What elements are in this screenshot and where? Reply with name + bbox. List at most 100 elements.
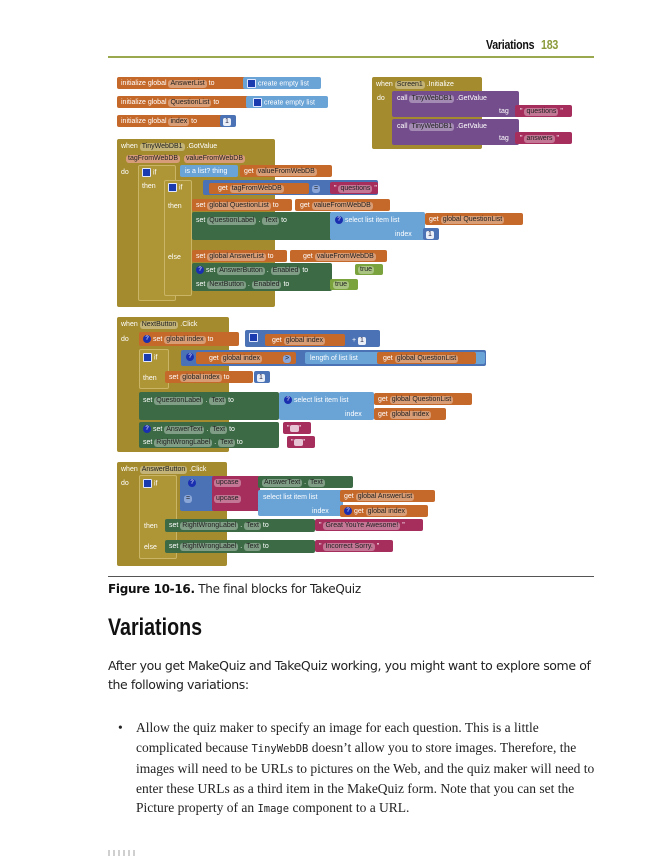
set-text-blocks[interactable] [139, 422, 279, 448]
string-block[interactable] [515, 105, 572, 117]
boolean-dropdown[interactable]: true [333, 281, 350, 289]
set-text-block[interactable] [192, 212, 332, 240]
var-dropdown[interactable]: global index [220, 355, 263, 363]
get-block[interactable] [196, 352, 296, 364]
property-dropdown[interactable]: Enabled [251, 281, 282, 289]
component-dropdown[interactable]: TinyWebDB1 [409, 95, 455, 103]
boolean-block[interactable] [355, 264, 383, 275]
help-icon[interactable]: ? [284, 396, 292, 405]
gear-icon[interactable] [143, 353, 152, 362]
get-block[interactable] [340, 490, 435, 502]
init-global-index[interactable] [117, 115, 227, 127]
component-dropdown[interactable]: AnswerText [164, 426, 205, 434]
property-dropdown[interactable]: Text [244, 522, 261, 530]
init-global-answerlist[interactable] [117, 77, 262, 89]
component-dropdown[interactable]: AnswerButton [139, 466, 188, 474]
component-dropdown[interactable]: NextButton [207, 281, 246, 289]
is-list-block[interactable] [180, 165, 238, 177]
property-dropdown[interactable]: Text [218, 439, 235, 447]
help-icon[interactable]: ? [188, 479, 196, 488]
set-global-block[interactable] [192, 199, 292, 211]
var-dropdown[interactable]: valueFromWebDB [314, 253, 376, 261]
upcase-dropdown[interactable]: upcase [214, 495, 241, 503]
var-dropdown[interactable]: global QuestionList [389, 396, 454, 404]
gear-icon[interactable] [143, 479, 152, 488]
var-dropdown[interactable]: global AnswerList [207, 253, 266, 261]
set-enabled-blocks[interactable] [192, 263, 332, 291]
select-list-item-block[interactable] [279, 392, 374, 420]
var-dropdown[interactable]: global QuestionList [394, 355, 459, 363]
gear-icon[interactable] [253, 98, 262, 107]
var-dropdown[interactable]: global index [365, 508, 408, 516]
get-block[interactable] [209, 183, 309, 194]
component-dropdown[interactable]: RightWrongLabel [180, 543, 239, 551]
property-dropdown[interactable]: Text [262, 217, 280, 225]
operator-dropdown[interactable]: > [283, 355, 292, 363]
string-block[interactable] [315, 519, 423, 531]
param[interactable]: tagFromWebDB [126, 155, 181, 163]
component-dropdown[interactable]: NextButton [139, 321, 179, 329]
var-dropdown[interactable]: valueFromWebDB [311, 202, 373, 210]
string-block[interactable] [515, 132, 572, 144]
get-block[interactable] [374, 408, 446, 420]
boolean-dropdown[interactable]: true [358, 266, 375, 274]
if-block[interactable] [164, 180, 192, 296]
gear-icon[interactable] [168, 183, 177, 192]
operator-dropdown[interactable]: = [184, 495, 193, 503]
property-dropdown[interactable]: Text [210, 426, 228, 434]
gear-icon[interactable] [249, 333, 258, 342]
create-empty-list-block[interactable] [246, 96, 328, 108]
help-icon[interactable]: ? [335, 216, 343, 225]
select-list-item-block[interactable] [258, 490, 343, 516]
component-property-block[interactable] [258, 476, 353, 488]
param[interactable]: valueFromWebDB [183, 155, 246, 163]
var-dropdown[interactable]: global index [389, 411, 432, 419]
component-dropdown[interactable]: AnswerText [262, 479, 303, 487]
property-dropdown[interactable]: Text [244, 543, 261, 551]
select-list-item-block[interactable] [330, 212, 425, 240]
var-dropdown[interactable]: global index [283, 337, 326, 345]
set-text-block[interactable] [139, 392, 279, 420]
set-global-block[interactable] [192, 250, 287, 262]
set-global-block[interactable] [139, 332, 239, 346]
help-icon[interactable]: ? [186, 353, 194, 362]
boolean-block[interactable] [330, 279, 358, 290]
component-dropdown[interactable]: QuestionLabel [207, 217, 257, 225]
get-block[interactable] [240, 165, 332, 177]
gear-icon[interactable] [142, 168, 151, 177]
component-dropdown[interactable]: AnswerButton [217, 267, 265, 275]
upcase-blocks[interactable] [212, 476, 260, 511]
component-dropdown[interactable]: TinyWebDB1 [139, 143, 185, 151]
var-dropdown[interactable]: global AnswerList [355, 493, 415, 501]
get-block[interactable] [374, 393, 472, 405]
property-dropdown[interactable]: Text [209, 397, 227, 405]
help-icon[interactable]: ? [143, 335, 151, 344]
component-dropdown[interactable]: QuestionLabel [154, 397, 204, 405]
property-dropdown[interactable]: Text [308, 479, 325, 487]
set-text-block[interactable] [165, 540, 315, 553]
var-dropdown[interactable]: valueFromWebDB [255, 168, 317, 176]
help-icon[interactable]: ? [143, 425, 151, 434]
help-icon[interactable]: ? [196, 266, 204, 275]
operator-dropdown[interactable]: = [312, 185, 321, 193]
component-dropdown[interactable]: RightWrongLabel [180, 522, 239, 530]
component-dropdown[interactable]: TinyWebDB1 [409, 123, 455, 131]
get-block[interactable] [290, 250, 387, 262]
call-getvalue-questions[interactable] [392, 91, 519, 117]
component-dropdown[interactable]: RightWrongLabel [154, 439, 213, 447]
string-block[interactable] [315, 540, 393, 552]
get-block[interactable] [340, 505, 428, 517]
property-dropdown[interactable]: Enabled [270, 267, 301, 275]
compare-block[interactable] [180, 476, 216, 511]
upcase-dropdown[interactable]: upcase [214, 479, 241, 487]
string-block[interactable] [330, 182, 378, 194]
set-text-block[interactable] [165, 519, 315, 532]
var-dropdown[interactable]: global QuestionList [440, 216, 505, 224]
call-getvalue-answers[interactable] [392, 119, 519, 145]
create-empty-list-block[interactable] [243, 77, 321, 89]
get-block[interactable] [295, 199, 390, 211]
set-global-block[interactable] [165, 371, 253, 383]
var-dropdown[interactable]: global index [180, 374, 222, 382]
var-dropdown[interactable]: global QuestionList [207, 202, 271, 210]
gear-icon[interactable] [247, 79, 256, 88]
